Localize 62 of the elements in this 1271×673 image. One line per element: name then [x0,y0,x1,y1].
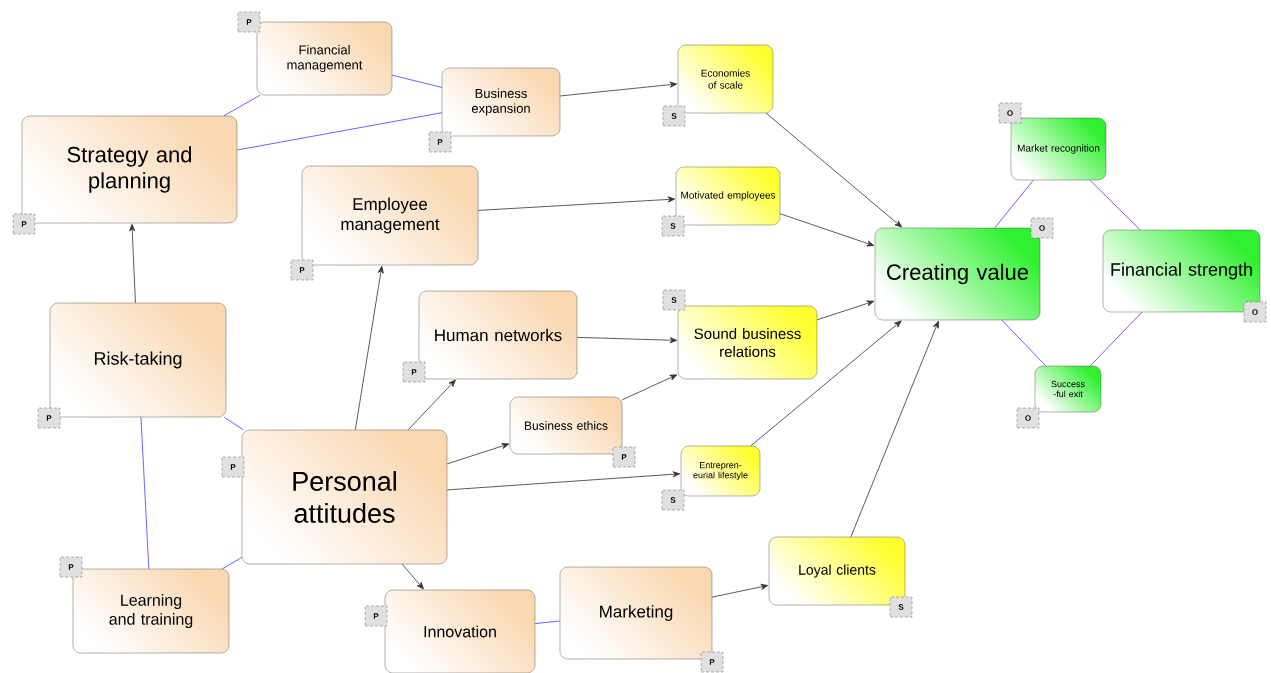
arrow [129,223,136,304]
arrow [477,196,676,211]
arrow [750,320,902,447]
connector-line [391,74,443,88]
result-box: Market recognition [1010,117,1107,181]
tag-box: P [37,407,61,429]
arrow [559,81,678,97]
factor-box: Human networks [418,290,578,380]
tag-box: P [59,556,83,578]
factor-box: Innovation [384,589,536,673]
outcome-box: Motivated employees [675,166,781,226]
tag-box: P [700,651,724,673]
arrow [401,563,424,590]
tag-box: O [1016,407,1040,429]
connector-line [994,179,1034,229]
tag-box: P [221,456,245,478]
arrow [779,213,875,247]
tag-box: O [998,102,1022,124]
outcome-box: Entrepren- eurial lifestyle [680,445,761,497]
tag-box: S [662,289,686,311]
tag-box: P [12,213,36,235]
tag-box: S [661,489,685,511]
connector-line [223,94,261,117]
result-box: Success -ful exit [1034,365,1102,413]
factor-box: Marketing [559,566,713,660]
outcome-box: Sound business relations [677,305,818,380]
factor-box: Financial management [256,21,393,96]
arrow [765,112,903,228]
tag-box: P [290,259,314,281]
connector-line [236,112,443,151]
tag-box: P [402,361,426,383]
arrow [407,379,456,431]
tag-box: S [889,596,913,618]
tag-box: O [1030,217,1054,239]
tag-box: P [364,605,388,627]
tag-box: P [428,131,452,153]
tag-box: P [237,11,261,33]
tag-box: P [612,446,636,468]
factor-box: Personal attitudes [241,429,448,565]
arrow [446,471,681,491]
outcome-box: Economies of scale [677,44,774,114]
tag-box: O [1243,301,1267,323]
connector-line [1089,311,1143,367]
factor-box: Business expansion [441,67,561,137]
factor-box: Employee management [301,165,479,266]
connector-line [222,557,243,570]
arrow [711,583,769,598]
arrow [621,374,678,401]
arrow [816,300,875,321]
arrow [446,443,510,465]
tag-box: S [661,215,685,237]
factor-box: Learning and training [72,568,230,654]
arrow [850,320,939,538]
connector-line [223,416,244,431]
arrow [576,337,678,344]
connector-line [140,416,150,570]
connector-line [534,620,561,624]
connector-line [1089,179,1141,231]
connector-line [1001,319,1047,367]
factor-box: Business ethics [509,396,623,455]
tag-box: S [662,105,686,127]
arrow [354,265,384,431]
